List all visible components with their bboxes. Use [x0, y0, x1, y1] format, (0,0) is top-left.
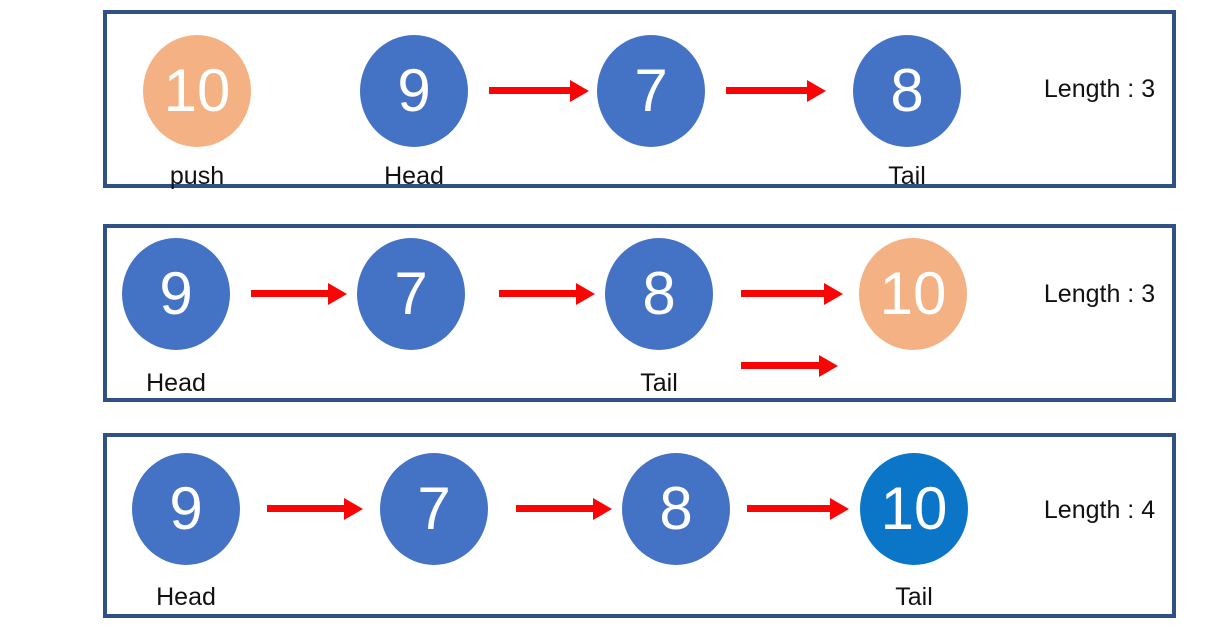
node-value: 10: [880, 475, 948, 542]
node-7: 7: [597, 35, 705, 147]
node-label-head: Head: [384, 162, 444, 190]
node-label-tail: Tail: [888, 162, 926, 190]
node-7: 7: [357, 238, 465, 350]
node-value: 10: [163, 57, 231, 124]
link-arrow-icon: [726, 80, 826, 102]
node-8: 8: [853, 35, 961, 147]
node-9: 9: [122, 238, 230, 350]
node-value: 8: [890, 57, 924, 124]
node-10: 10: [143, 35, 251, 147]
node-label-push: push: [169, 162, 225, 190]
link-arrow-icon: [251, 283, 347, 305]
node-value: 8: [642, 260, 676, 327]
node-value: 9: [169, 475, 203, 542]
node-label-head: Head: [146, 369, 206, 397]
node-7: 7: [380, 453, 488, 565]
link-arrow-icon: [489, 80, 589, 102]
node-9: 9: [132, 453, 240, 565]
node-value: 8: [659, 475, 693, 542]
link-arrow-icon: [741, 355, 838, 377]
node-value: 7: [394, 260, 428, 327]
node-value: 7: [417, 475, 451, 542]
panel-2-length-label: Length : 3: [1043, 280, 1156, 308]
panel-3-length-label: Length : 4: [1043, 496, 1156, 524]
node-label-head: Head: [156, 583, 216, 611]
link-arrow-icon: [747, 498, 849, 520]
node-value: 10: [879, 260, 947, 327]
node-10: 10: [859, 238, 967, 350]
node-8: 8: [605, 238, 713, 350]
link-arrow-icon: [267, 498, 363, 520]
node-10: 10: [860, 453, 968, 565]
node-label-tail: Tail: [640, 369, 678, 397]
link-arrow-icon: [516, 498, 612, 520]
panel-1-length-label: Length : 3: [1043, 75, 1156, 103]
node-value: 9: [397, 57, 431, 124]
link-arrow-icon: [741, 283, 843, 305]
link-arrow-icon: [499, 283, 595, 305]
node-value: 9: [159, 260, 193, 327]
node-value: 7: [634, 57, 668, 124]
node-label-tail: Tail: [895, 583, 933, 611]
node-8: 8: [622, 453, 730, 565]
node-9: 9: [360, 35, 468, 147]
